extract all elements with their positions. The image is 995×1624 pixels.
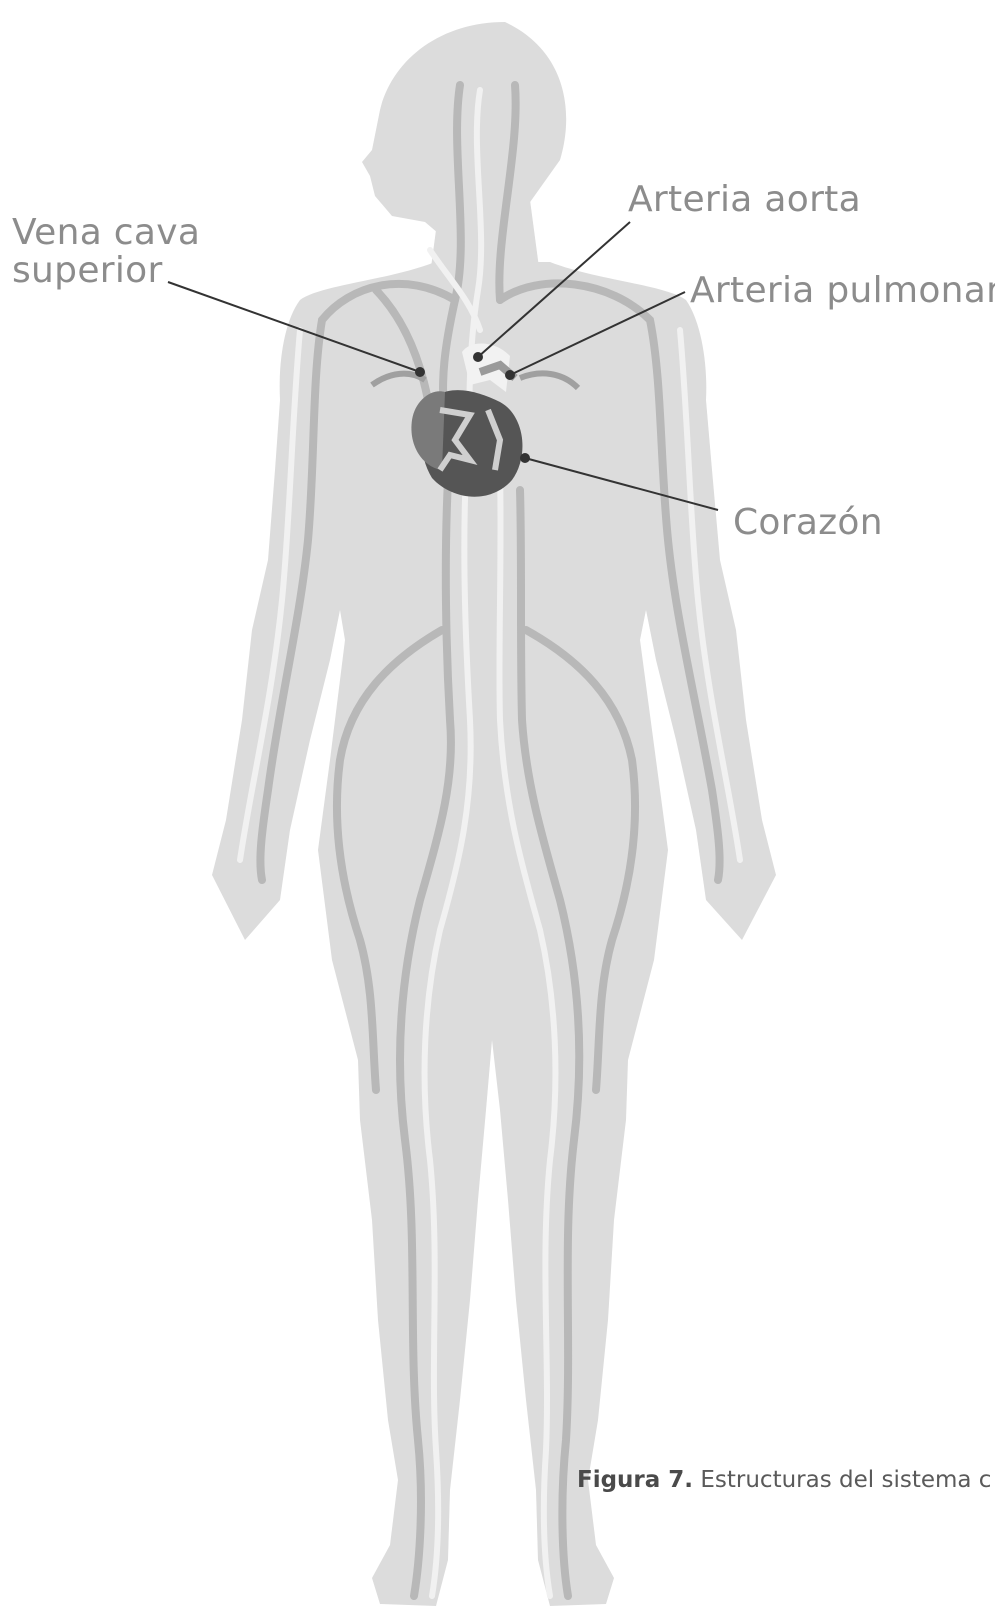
label-corazon: Corazón <box>733 504 883 542</box>
figure-caption: Figura 7. Estructuras del sistema c <box>577 1467 995 1493</box>
label-vena-cava-superior: Vena cava superior <box>12 214 200 290</box>
label-vena-cava-line2: superior <box>12 252 200 290</box>
caption-figure-number: Figura 7. <box>577 1467 693 1493</box>
body-silhouette <box>212 22 776 1606</box>
label-vena-cava-line1: Vena cava <box>12 214 200 252</box>
caption-text: Estructuras del sistema c <box>700 1467 991 1493</box>
label-arteria-aorta: Arteria aorta <box>628 181 861 219</box>
label-arteria-pulmonar: Arteria pulmonar <box>690 272 995 310</box>
